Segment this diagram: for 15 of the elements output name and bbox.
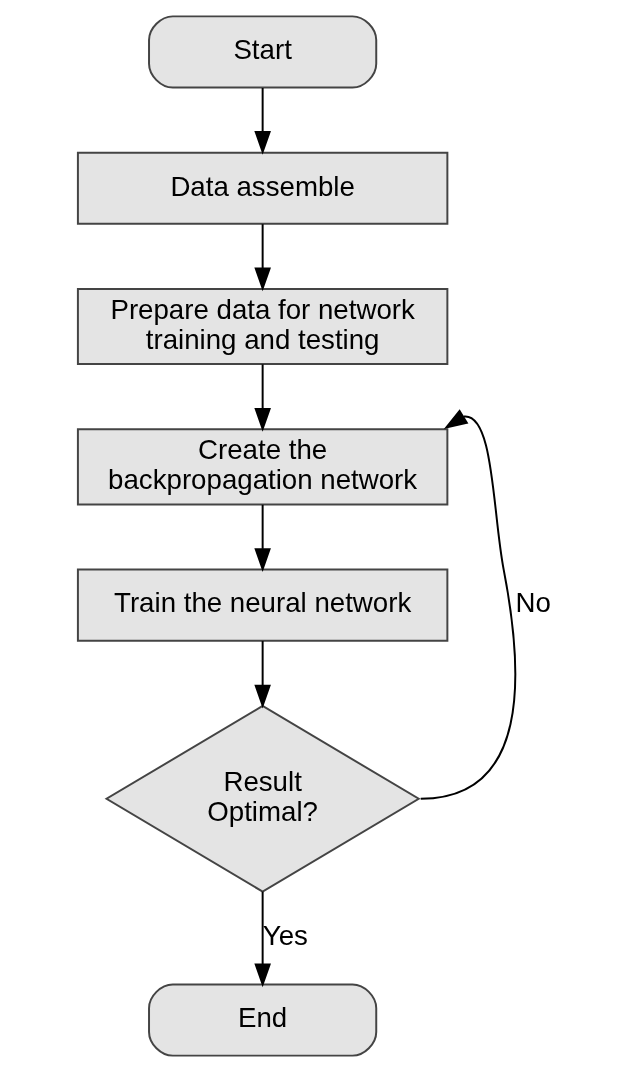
node-box: End bbox=[148, 983, 378, 1057]
node-box: Data assemble bbox=[76, 151, 449, 225]
node-box: Prepare data for network training and testing bbox=[76, 288, 449, 366]
arrow bbox=[254, 87, 271, 155]
arrow bbox=[419, 409, 517, 800]
arrow bbox=[254, 640, 271, 709]
node-diamond: Result Optimal? bbox=[104, 704, 421, 893]
node-box: Create the backpropagation network bbox=[76, 428, 449, 506]
arrow bbox=[254, 503, 271, 572]
arrow bbox=[254, 890, 271, 988]
node-box: Train the neural network bbox=[76, 568, 449, 642]
arrow bbox=[254, 223, 271, 292]
node-box: Start bbox=[148, 15, 378, 89]
arrow bbox=[254, 363, 271, 432]
edge-label: No bbox=[515, 587, 551, 619]
